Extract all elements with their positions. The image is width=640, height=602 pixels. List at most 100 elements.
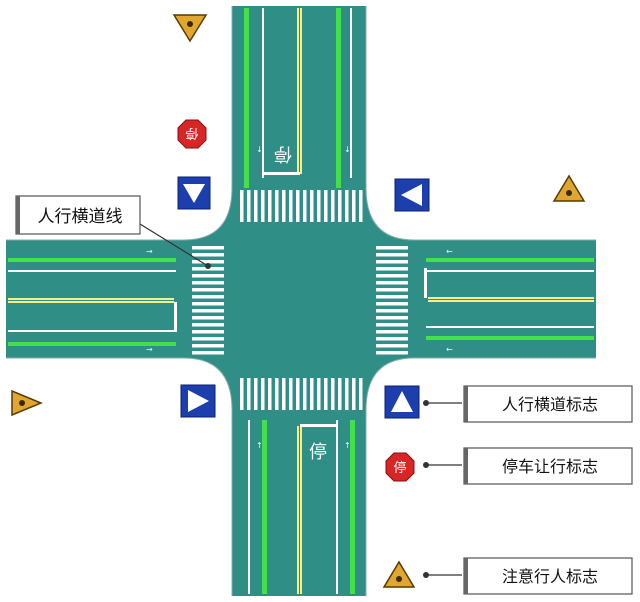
crosswalk-stripe xyxy=(289,190,293,222)
stop-sign-text: 停 xyxy=(185,125,198,141)
crosswalk-stripe xyxy=(261,190,265,222)
crosswalk-stripe xyxy=(338,190,342,222)
crosswalk-stripe xyxy=(192,253,224,257)
crosswalk-stripe xyxy=(331,190,335,222)
crosswalk-sign-icon xyxy=(394,178,430,212)
crosswalk-stripe xyxy=(192,309,224,313)
crosswalk-stripe xyxy=(192,288,224,292)
curb-lines xyxy=(6,6,596,596)
east-road-markings xyxy=(424,258,594,340)
leader-line xyxy=(139,223,209,267)
pedestrian-caution-sign-icon xyxy=(172,14,208,43)
crosswalk-stripe xyxy=(310,190,314,222)
crosswalk-sign-icon xyxy=(384,385,420,419)
crosswalk-stripe xyxy=(376,295,408,299)
arrow-icon: ↑ xyxy=(344,441,351,450)
crosswalk-stripe xyxy=(324,378,328,410)
crosswalk-stripe xyxy=(376,267,408,271)
crosswalk-stripe xyxy=(303,378,307,410)
crosswalk-stripe xyxy=(240,190,244,222)
crosswalk-sign-icon xyxy=(180,384,216,418)
arrow-icon: → xyxy=(146,345,153,354)
stop-sign-icon: 停 xyxy=(385,452,415,482)
crosswalk-south xyxy=(240,378,363,410)
crosswalk-sign-icon xyxy=(177,176,211,210)
crosswalk-stripe xyxy=(376,351,408,355)
west-road-markings xyxy=(8,258,177,346)
crosswalk-stripe xyxy=(192,316,224,320)
crosswalk-stripe xyxy=(376,302,408,306)
crosswalk-stripe xyxy=(192,337,224,341)
pedestrian-caution-sign-icon xyxy=(382,560,416,588)
crosswalk-stripe xyxy=(376,316,408,320)
crosswalk-stripe xyxy=(192,274,224,278)
crosswalk-stripe xyxy=(376,246,408,250)
crosswalk-stripe xyxy=(310,378,314,410)
arrow-icon: → xyxy=(146,247,153,256)
road-stop-glyph-north: 停 xyxy=(274,143,292,164)
crosswalk-stripe xyxy=(376,274,408,278)
crosswalk-stripe xyxy=(275,378,279,410)
crosswalk-stripe xyxy=(192,330,224,334)
crosswalk-stripe xyxy=(338,378,342,410)
arrow-icon: ↑ xyxy=(256,441,263,450)
label-crosswalk-line: 人行横道线 xyxy=(15,195,141,235)
crosswalk-stripe xyxy=(240,378,244,410)
leader-dot xyxy=(423,572,429,578)
crosswalk-stripe xyxy=(317,190,321,222)
crosswalk-stripe xyxy=(282,190,286,222)
crosswalk-stripe xyxy=(296,190,300,222)
leader-lines xyxy=(139,223,462,576)
crosswalk-stripe xyxy=(261,378,265,410)
crosswalk-stripe xyxy=(345,378,349,410)
label-crosswalk-sign: 人行横道标志 xyxy=(463,385,633,423)
road-stop-glyph-south: 停 xyxy=(309,442,327,463)
crosswalk-stripe xyxy=(247,190,251,222)
crosswalk-stripe xyxy=(296,378,300,410)
crosswalk-stripe xyxy=(376,330,408,334)
south-road-markings xyxy=(248,420,355,594)
crosswalk-stripe xyxy=(359,378,363,410)
arrow-icon: ↓ xyxy=(256,145,263,154)
crosswalk-stripe xyxy=(345,190,349,222)
crosswalk-stripe xyxy=(247,378,251,410)
crosswalk-stripe xyxy=(376,253,408,257)
svg-text:注意行人标志: 注意行人标志 xyxy=(502,567,598,586)
leader-dot xyxy=(423,400,429,406)
leader-dot xyxy=(205,263,211,269)
crosswalk-stripe xyxy=(376,309,408,313)
crosswalk-stripe xyxy=(275,190,279,222)
arrow-icon: ← xyxy=(446,345,453,354)
crosswalk-stripe xyxy=(359,190,363,222)
crosswalk-stripe xyxy=(324,190,328,222)
crosswalk-stripe xyxy=(289,378,293,410)
crosswalk-stripe xyxy=(376,323,408,327)
crosswalk-stripe xyxy=(376,281,408,285)
crosswalk-stripe xyxy=(192,351,224,355)
crosswalk-stripe xyxy=(192,260,224,264)
arrow-icon: ← xyxy=(446,247,453,256)
crosswalk-stripe xyxy=(268,378,272,410)
crosswalk-stripe xyxy=(192,246,224,250)
lane-arrows: ↓ ↓ ↑ ↑ → → ← ← xyxy=(146,145,453,450)
label-pedestrian-caution-sign: 注意行人标志 xyxy=(463,557,633,595)
crosswalk-stripe xyxy=(303,190,307,222)
crosswalk-stripe xyxy=(352,190,356,222)
svg-text:人行横道标志: 人行横道标志 xyxy=(502,395,598,414)
crosswalk-east xyxy=(376,246,408,355)
svg-text:停车让行标志: 停车让行标志 xyxy=(502,457,598,476)
crosswalk-north xyxy=(240,190,363,222)
north-road-markings xyxy=(244,8,352,188)
crosswalk-stripe xyxy=(376,337,408,341)
crosswalk-stripe xyxy=(192,281,224,285)
stop-sign-text: 停 xyxy=(393,460,406,476)
stop-sign-icon: 停 xyxy=(177,119,207,149)
crosswalk-stripe xyxy=(376,344,408,348)
crosswalk-stripe xyxy=(268,190,272,222)
pedestrian-caution-sign-icon xyxy=(552,174,586,202)
label-stop-yield-sign: 停车让行标志 xyxy=(463,447,633,485)
crosswalk-stripe xyxy=(331,378,335,410)
crosswalk-stripe xyxy=(192,323,224,327)
